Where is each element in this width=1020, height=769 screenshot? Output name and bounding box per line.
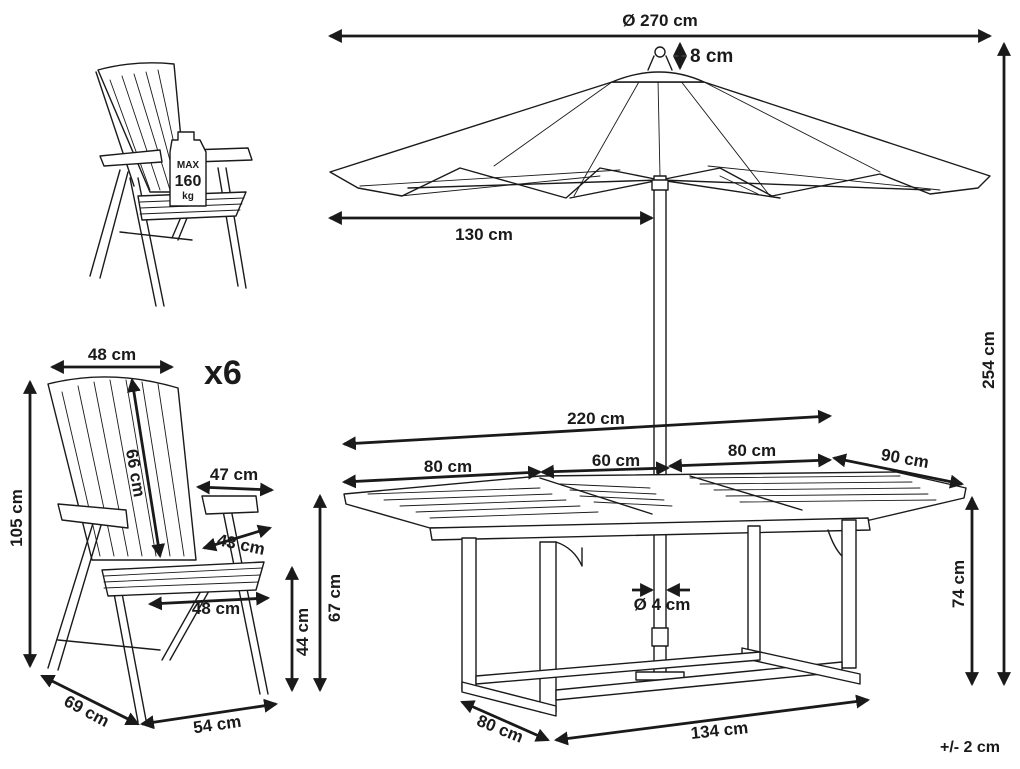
dim-chair-depth: [40, 674, 140, 726]
label-table-height: 74 cm: [949, 560, 968, 608]
label-chair-height: 105 cm: [7, 489, 26, 547]
label-leaf-middle: 60 cm: [592, 451, 640, 470]
tolerance-note: +/- 2 cm: [940, 739, 1000, 756]
max-load-line2: 160: [175, 173, 202, 190]
label-armrest-height: 67 cm: [325, 574, 344, 622]
label-umbrella-diameter: Ø 270 cm: [622, 11, 698, 30]
dim-armrest-length: [195, 480, 275, 497]
max-load-line3: kg: [182, 191, 194, 202]
label-seat-depth: 43 cm: [216, 530, 267, 559]
dim-leaf-right: [667, 453, 833, 473]
label-table-base-depth: 80 cm: [474, 711, 526, 747]
max-load-badge: MAX 160 kg: [169, 131, 207, 207]
label-umbrella-radius: 130 cm: [455, 225, 513, 244]
dim-seat-depth: [201, 524, 273, 552]
chairs-quantity: x6: [204, 354, 242, 392]
label-pole-diameter: Ø 4 cm: [634, 595, 691, 614]
dim-leaf-left: [341, 465, 543, 489]
dim-table-base-depth: [460, 700, 550, 742]
chair-illustration-small: [89, 62, 253, 307]
dim-table-extended-length: [341, 409, 833, 451]
dim-back-height: [126, 377, 166, 559]
label-chair-width-top: 48 cm: [88, 345, 136, 364]
table-illustration: [343, 471, 967, 717]
umbrella-illustration: [329, 46, 991, 687]
dim-table-width: [831, 453, 965, 489]
dim-chair-width-bottom: [139, 698, 279, 730]
max-load-line1: MAX: [177, 160, 200, 171]
label-umbrella-height: 254 cm: [979, 331, 998, 389]
label-leaf-left: 80 cm: [424, 457, 472, 476]
label-finial-height: 8 cm: [690, 46, 733, 67]
label-seat-height: 44 cm: [293, 608, 312, 656]
label-table-extended-length: 220 cm: [567, 409, 625, 428]
dim-leaf-middle: [539, 461, 671, 479]
dim-table-base-length: [553, 694, 871, 746]
dim-seat-width: [147, 591, 271, 611]
label-leaf-right: 80 cm: [728, 441, 776, 460]
label-armrest-length: 47 cm: [210, 465, 258, 484]
label-seat-width: 48 cm: [192, 599, 240, 618]
